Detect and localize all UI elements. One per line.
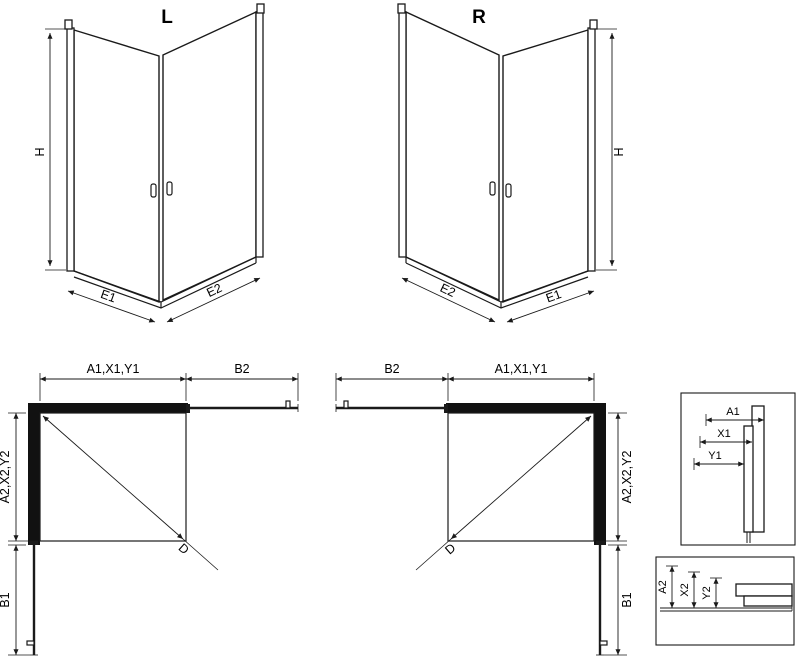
wall-profile-section	[751, 405, 765, 533]
detail-frame	[680, 392, 796, 546]
glass-panel-left	[405, 10, 500, 302]
wall-profile	[255, 11, 264, 258]
detail-top-view: A1 X1 Y1	[680, 392, 796, 546]
wall-side	[594, 403, 606, 545]
dim-label-a1x1y1: A1,X1,Y1	[87, 362, 140, 376]
dim-label-b1: B1	[620, 592, 634, 607]
wall-bracket	[397, 3, 406, 14]
wall-profile	[66, 27, 75, 272]
adjustment-profile-section	[743, 595, 793, 607]
dim-label-a1: A1	[726, 406, 739, 418]
dim-label-diagonal: D	[442, 541, 458, 557]
dim-label-x1: X1	[717, 428, 730, 440]
wall-profile-section	[735, 583, 793, 597]
door-handle	[285, 400, 291, 409]
dimension-line-diagonal	[450, 415, 592, 540]
dim-label-h: H	[612, 147, 626, 156]
dim-label-diagonal: D	[176, 541, 192, 557]
door-handle	[166, 181, 173, 196]
door-hinge	[29, 541, 38, 545]
dim-label-e2: E2	[438, 281, 458, 300]
detail-frame	[655, 556, 795, 646]
door-handle	[26, 640, 35, 646]
iso-left-view: L H E1 E2	[33, 3, 265, 323]
wall-profile	[398, 11, 407, 258]
door-handle	[343, 400, 349, 409]
dimension-line-e2	[401, 277, 496, 323]
glass-panel-left	[73, 29, 160, 304]
door-handle	[505, 183, 512, 198]
dim-label-a2x2y2: A2,X2,Y2	[0, 451, 12, 504]
dim-label-y2: Y2	[701, 586, 713, 599]
dimension-line-e2	[166, 277, 261, 323]
dim-label-e2: E2	[204, 281, 224, 300]
wall-bracket	[256, 3, 265, 14]
dimension-extension	[182, 538, 219, 571]
adjustment-profile-section	[743, 425, 754, 533]
door-handle	[599, 640, 608, 646]
dim-label-x2: X2	[679, 583, 691, 596]
wall-bracket	[589, 19, 598, 30]
dim-label-a2x2y2: A2,X2,Y2	[620, 451, 634, 504]
dim-label-b2: B2	[234, 362, 249, 376]
dimension-line-e1	[506, 290, 595, 323]
plan-right-view: D B2 A1,X1,Y1 A2,X2,Y2 B1	[335, 362, 634, 656]
dim-label-b1: B1	[0, 592, 12, 607]
wall-top	[28, 403, 188, 413]
wall-bracket	[64, 19, 73, 30]
door-hinge	[596, 541, 605, 545]
glass-panel-right	[502, 29, 589, 304]
detail-bottom-view: A2 X2 Y2	[655, 556, 795, 646]
dimension-line-diagonal	[42, 415, 184, 540]
dim-label-a1x1y1: A1,X1,Y1	[495, 362, 548, 376]
dim-label-e1: E1	[544, 287, 563, 305]
dim-label-y1: Y1	[708, 450, 721, 462]
config-left-title: L	[161, 7, 173, 28]
config-right-title: R	[472, 7, 486, 28]
plan-left-view: D A1,X1,Y1 B2 A2,X2,Y2 B1	[0, 362, 299, 656]
iso-right-view: R H E2 E1	[397, 3, 626, 323]
wall-top	[446, 403, 606, 413]
wall-side	[28, 403, 40, 545]
glass-panel-right	[162, 10, 257, 302]
dim-label-b2: B2	[384, 362, 399, 376]
door-handle	[489, 181, 496, 196]
dim-label-e1: E1	[99, 287, 118, 305]
dimension-extension	[415, 538, 452, 571]
wall-profile	[587, 27, 596, 272]
door-handle	[150, 183, 157, 198]
dim-label-a2: A2	[657, 580, 669, 593]
dimension-line-e1	[67, 290, 156, 323]
dim-label-h: H	[33, 147, 47, 156]
